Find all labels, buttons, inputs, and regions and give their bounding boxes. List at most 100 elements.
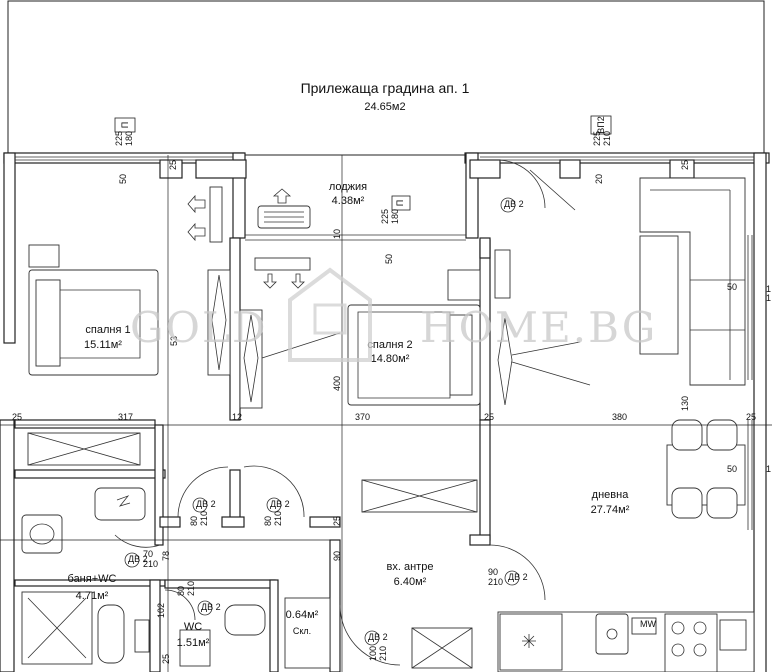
svg-text:210: 210: [378, 646, 388, 661]
watermark-house-icon: [288, 267, 372, 362]
ac-outdoor-unit: [257, 188, 311, 229]
svg-text:210: 210: [488, 577, 503, 587]
svg-text:50: 50: [727, 464, 737, 474]
svg-text:ДВ 2: ДВ 2: [508, 572, 528, 582]
living-name: дневна: [592, 489, 630, 501]
ac-unit-bedroom1: [187, 186, 223, 243]
svg-text:80: 80: [176, 586, 186, 596]
wc-fixtures: [179, 597, 331, 669]
svg-text:210: 210: [186, 581, 196, 596]
light-fixture-1: [211, 274, 227, 371]
svg-text:П: П: [395, 200, 405, 206]
svg-text:ДВ 2: ДВ 2: [504, 199, 524, 209]
bedroom2-name: спалня 2: [367, 339, 412, 351]
svg-text:210: 210: [143, 559, 158, 569]
svg-text:380: 380: [612, 412, 627, 422]
edge-label-1: 1: [766, 284, 771, 294]
bath-fixtures: [21, 432, 150, 665]
svg-text:225: 225: [380, 209, 390, 224]
kitchen-counter: MW: [497, 611, 755, 672]
coffee-table: [639, 235, 679, 355]
svg-text:80: 80: [263, 516, 273, 526]
dim-53: 53: [169, 336, 179, 346]
garden-area: 24.65м2: [364, 101, 405, 113]
svg-text:25: 25: [484, 412, 494, 422]
svg-text:П: П: [120, 122, 130, 128]
svg-text:ДВ 2: ДВ 2: [196, 499, 216, 509]
door-swings: [114, 159, 576, 666]
hall-area: 6.40м²: [394, 576, 427, 588]
dimensions: 25 317 12 370 25 380 25 50 20 50 50 50 4…: [12, 160, 756, 664]
microwave-label: MW: [640, 619, 656, 629]
bed-bedroom2: [347, 269, 481, 406]
loggia-area: 4.38м²: [332, 195, 365, 207]
watermark: GOLD HOME.BG: [130, 267, 657, 362]
axis-lines: [0, 155, 772, 672]
storage-area: 0.64м²: [286, 609, 319, 621]
svg-text:ДВ 2: ДВ 2: [201, 602, 221, 612]
svg-text:210: 210: [602, 131, 612, 146]
svg-text:12: 12: [232, 412, 242, 422]
svg-text:90: 90: [488, 567, 498, 577]
window-tag-3: П 225 180: [380, 195, 411, 224]
wc-area: 1.51м²: [177, 637, 210, 649]
svg-text:80: 80: [189, 516, 199, 526]
svg-text:90: 90: [332, 551, 342, 561]
svg-text:100: 100: [368, 646, 378, 661]
watermark-text-left: GOLD: [130, 303, 268, 352]
sofa: [639, 177, 746, 386]
svg-text:78: 78: [161, 551, 171, 561]
loggia-name: лоджия: [329, 181, 367, 193]
svg-text:50: 50: [384, 254, 394, 264]
svg-text:210: 210: [199, 511, 209, 526]
svg-text:ДВ 2: ДВ 2: [128, 554, 148, 564]
living-area: 27.74м²: [591, 504, 630, 516]
svg-text:317: 317: [118, 412, 133, 422]
svg-text:225: 225: [114, 131, 124, 146]
svg-text:70: 70: [143, 549, 153, 559]
svg-text:10: 10: [332, 229, 342, 239]
bath-area: 4.71м²: [76, 590, 109, 602]
svg-text:ВП2: ВП2: [596, 116, 606, 133]
svg-text:25: 25: [680, 160, 690, 170]
wardrobe-bedroom2: [239, 309, 263, 409]
svg-text:225: 225: [592, 131, 602, 146]
svg-text:20: 20: [594, 174, 604, 184]
svg-text:180: 180: [390, 209, 400, 224]
window-tag-2: ВП2 225 210: [590, 115, 612, 146]
edge-label-3: 1: [766, 464, 771, 474]
bedroom1-area: 15.11м²: [84, 339, 122, 351]
svg-text:ДВ 2: ДВ 2: [368, 632, 388, 642]
bed-bedroom1: [28, 244, 159, 376]
window-lines: [15, 156, 754, 530]
ac-unit-bedroom2: [254, 257, 311, 289]
bath-name: баня+WC: [68, 573, 117, 585]
svg-text:130: 130: [680, 396, 690, 411]
wc-name: WC: [184, 621, 202, 633]
bedroom2-area: 14.80м²: [371, 353, 410, 365]
svg-text:50: 50: [727, 282, 737, 292]
outer-walls: [0, 152, 770, 672]
tv-cabinet: [494, 249, 511, 299]
edge-label-2: 1: [766, 293, 771, 303]
svg-text:25: 25: [168, 160, 178, 170]
svg-text:102: 102: [156, 603, 166, 618]
svg-text:25: 25: [332, 516, 342, 526]
svg-text:400: 400: [332, 376, 342, 391]
svg-text:25: 25: [746, 412, 756, 422]
svg-text:25: 25: [161, 654, 171, 664]
door-tags: ДВ 2 80 210 ДВ 2 80 210 ДВ 2 70 210 ДВ 2…: [124, 197, 528, 661]
wardrobe-bedroom1: [207, 269, 231, 376]
bedroom1-name: спалня 1: [85, 324, 130, 336]
garden-name: Прилежаща градина ап. 1: [301, 80, 470, 96]
hall-name: вх. антре: [387, 561, 434, 573]
svg-text:180: 180: [124, 131, 134, 146]
dining-table: [666, 419, 746, 519]
svg-text:25: 25: [12, 412, 22, 422]
window-tag-1: П 225 180: [114, 117, 136, 146]
storage-name: Скл.: [293, 626, 311, 636]
garden-boundary: [7, 0, 765, 156]
watermark-text-right: HOME.BG: [420, 303, 657, 352]
svg-text:210: 210: [273, 511, 283, 526]
